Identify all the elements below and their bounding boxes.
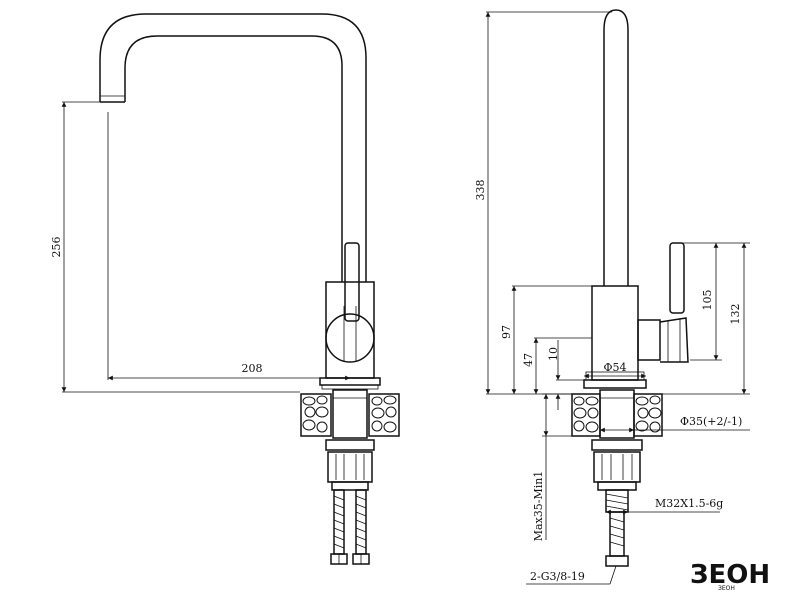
front-nut	[325, 439, 375, 451]
dim-338: 338	[474, 180, 487, 201]
front-cartridge-cap	[325, 313, 375, 363]
side-shank	[599, 389, 635, 439]
dim-105: 105	[701, 290, 714, 311]
front-body	[325, 281, 375, 379]
side-spout	[603, 9, 629, 286]
dim-47: 47	[522, 353, 535, 367]
side-handle-lever	[669, 242, 685, 314]
brand-logo-text: ЗЕОН	[690, 560, 770, 590]
dim-phi35: Φ35(+2/-1)	[680, 415, 742, 428]
side-base-ring	[583, 379, 647, 389]
dim-hose: 2-G3/8-19	[530, 570, 585, 583]
front-spout-inner	[124, 35, 343, 282]
dim-256: 256	[50, 237, 63, 258]
dim-counter-thickness: Max35-Min1	[532, 471, 545, 542]
front-view: 256 208	[50, 13, 400, 565]
front-shank	[332, 389, 368, 439]
brand-logo-sub: ЗЕОН	[718, 585, 735, 592]
side-view: 338 97 47 10 Φ54 105 132 Φ35(+2/-1)	[474, 9, 750, 585]
front-lock-nut	[327, 451, 373, 483]
side-nut	[591, 439, 643, 451]
front-hoses	[330, 489, 370, 565]
brand-logo: ЗЕОН ЗЕОН	[690, 560, 770, 592]
front-base-ring	[319, 377, 381, 386]
dim-208: 208	[242, 362, 263, 375]
dim-10: 10	[547, 347, 560, 361]
front-countertop-texture	[302, 395, 397, 433]
dim-phi54: Φ54	[603, 361, 626, 374]
side-handle-body	[637, 319, 661, 361]
front-spout-outer	[99, 13, 367, 282]
dim-132: 132	[729, 304, 742, 325]
front-countertop-left	[300, 393, 332, 437]
dim-thread: M32X1.5-6g	[655, 497, 723, 510]
dim-97: 97	[500, 325, 513, 339]
side-lock-nut	[593, 451, 641, 483]
side-countertop-texture	[573, 395, 662, 433]
front-countertop-right	[368, 393, 400, 437]
